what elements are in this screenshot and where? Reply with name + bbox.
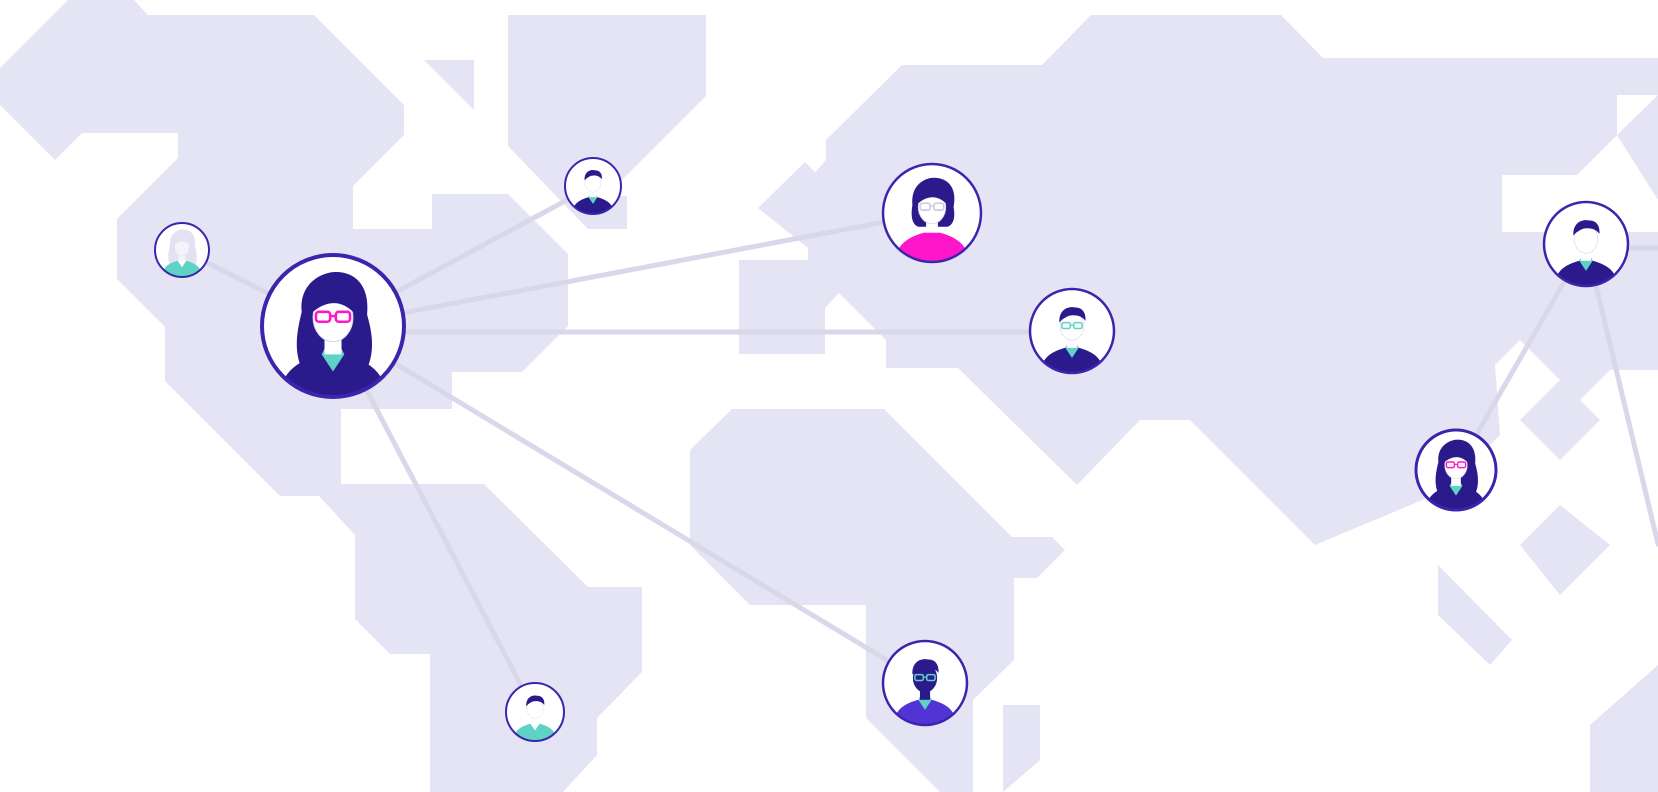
man-icon[interactable] [564, 157, 622, 215]
landmass-indonesia-b [1438, 565, 1512, 665]
landmass-japan [1520, 380, 1600, 460]
landmass-greenland [508, 15, 706, 229]
landmass-madagascar [1003, 705, 1040, 792]
connection-line [1453, 241, 1589, 473]
landmass-scandinavia [826, 65, 902, 160]
man-teal-shirt-icon[interactable] [505, 682, 565, 742]
landmass-australia [1590, 665, 1658, 792]
landmass-east-coast [1617, 95, 1658, 200]
landmass-eurasia [739, 15, 1658, 545]
man-icon[interactable] [1542, 200, 1630, 288]
landmass-arctic-island [424, 60, 474, 110]
landmass-africa [690, 409, 1065, 792]
woman-pink-top-icon[interactable] [881, 162, 983, 264]
man-dark-icon[interactable] [881, 639, 969, 727]
woman-red-glasses-icon[interactable] [260, 253, 406, 399]
connection-line [330, 323, 928, 686]
connection-line [330, 210, 935, 329]
woman-light-icon[interactable] [154, 222, 210, 278]
woman-red-glasses-icon[interactable] [1414, 428, 1498, 512]
man-teal-glasses-icon[interactable] [1028, 287, 1116, 375]
landmass-indonesia-a [1520, 505, 1610, 595]
connection-line [1583, 241, 1658, 547]
